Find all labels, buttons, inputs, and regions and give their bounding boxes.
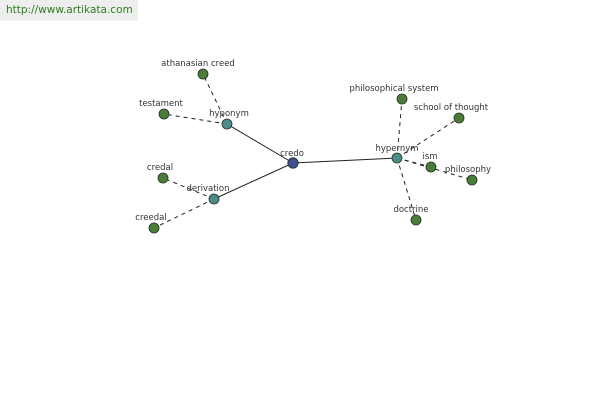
node-credal[interactable] (157, 172, 169, 184)
node-label-athanasian-creed[interactable]: athanasian creed (161, 59, 235, 69)
node-philosophical-system[interactable] (396, 93, 408, 105)
edge-credo-hypernym (292, 157, 398, 164)
edge-credo-derivation (213, 162, 294, 200)
node-label-derivation[interactable]: derivation (186, 184, 229, 194)
node-creedal[interactable] (148, 222, 160, 234)
edge-credo-hyponym (226, 123, 294, 164)
node-hyponym[interactable] (221, 118, 233, 130)
node-athanasian-creed[interactable] (197, 68, 209, 80)
node-label-philosophy[interactable]: philosophy (445, 165, 491, 175)
node-label-hyponym[interactable]: hyponym (209, 109, 249, 119)
graph-labels: credo hyponym derivation hypernym athanasian… (135, 59, 491, 223)
node-doctrine[interactable] (410, 214, 422, 226)
edge-derivation-creedal (153, 198, 215, 229)
node-label-hypernym[interactable]: hypernym (375, 144, 418, 154)
edge-hyponym-athanasian-creed (202, 73, 228, 125)
edge-hypernym-philosophical-system (396, 98, 403, 159)
node-label-testament[interactable]: testament (139, 99, 183, 109)
node-label-credo[interactable]: credo (280, 149, 304, 159)
edge-hypernym-philosophy (396, 157, 473, 181)
node-label-credal[interactable]: credal (147, 163, 173, 173)
node-school-of-thought[interactable] (453, 112, 465, 124)
graph-edges (153, 73, 473, 229)
node-label-ism[interactable]: ism (422, 152, 437, 162)
node-philosophy[interactable] (466, 174, 478, 186)
node-ism[interactable] (425, 161, 437, 173)
edge-hyponym-testament (163, 113, 228, 125)
edge-hypernym-doctrine (396, 157, 417, 221)
node-credo[interactable] (287, 157, 299, 169)
node-derivation[interactable] (208, 193, 220, 205)
node-label-creedal[interactable]: creedal (135, 213, 166, 223)
node-label-school-of-thought[interactable]: school of thought (414, 103, 489, 113)
node-hypernym[interactable] (391, 152, 403, 164)
node-label-philosophical-system[interactable]: philosophical system (349, 84, 438, 94)
edge-derivation-credal (162, 177, 215, 200)
graph-nodes (148, 68, 478, 234)
node-testament[interactable] (158, 108, 170, 120)
node-label-doctrine[interactable]: doctrine (393, 205, 428, 215)
site-url-link[interactable]: http://www.artikata.com (0, 0, 138, 21)
